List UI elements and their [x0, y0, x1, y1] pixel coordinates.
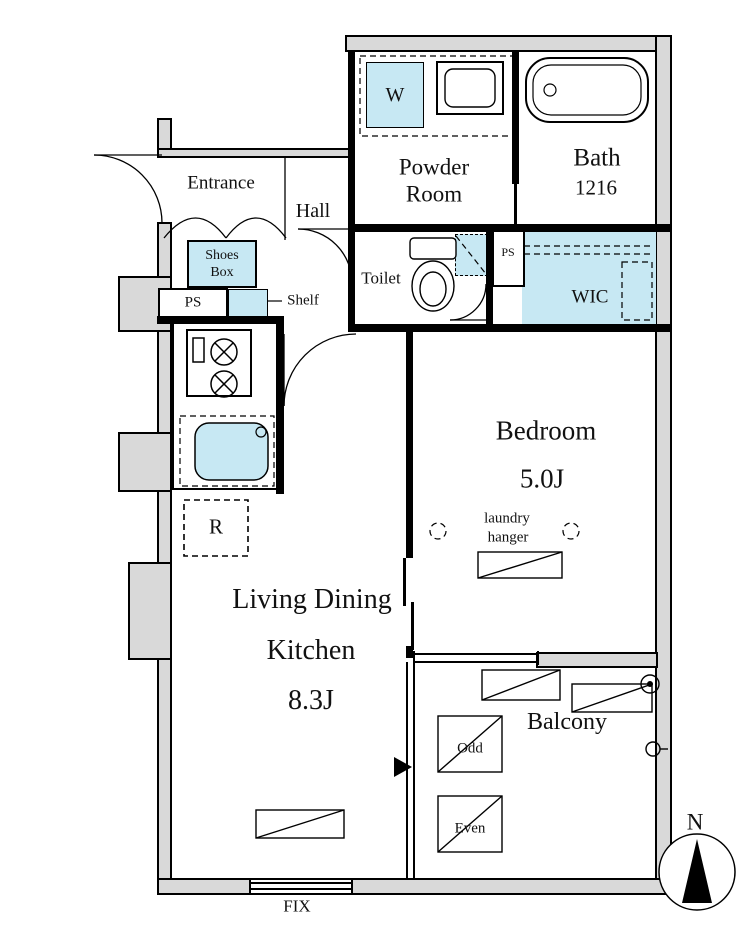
wic-label: WIC: [571, 286, 609, 308]
shoes-box: [187, 240, 257, 288]
ldk-label-2: Kitchen: [266, 635, 356, 666]
balcony-box-2: [571, 683, 653, 713]
shelf-box: [228, 289, 268, 317]
ldk-counter-box: [255, 809, 345, 839]
bedroom-label: Bedroom: [495, 415, 597, 446]
shoes-box-label-2: Box: [210, 265, 234, 280]
balcony-access-marker: [394, 757, 412, 777]
laundry-hanger-label-2: hanger: [487, 529, 529, 546]
shelf-label: Shelf: [287, 292, 319, 309]
shoes-box-label-1: Shoes: [205, 248, 239, 263]
sliding-door-bedroom: [403, 558, 414, 650]
windows: [406, 651, 539, 878]
stove-icon: [186, 329, 252, 398]
ps-left-box: [158, 288, 228, 318]
wic-floor: [522, 232, 656, 324]
interior-walls: [157, 52, 672, 658]
ldk-size-label: 8.3J: [288, 685, 334, 716]
dashed-symbols: [179, 55, 653, 558]
laundry-hook-right: [562, 522, 580, 540]
balcony-label: Balcony: [527, 709, 607, 735]
powder-room-label-1: Powder: [398, 154, 470, 180]
wall-left-bump-3: [128, 562, 172, 660]
hall-label: Hall: [295, 200, 331, 222]
toilet-icon: [409, 237, 457, 312]
balcony-box-1: [481, 669, 561, 701]
wall-left-4: [157, 658, 172, 880]
laundry-pipe-box: [477, 551, 563, 579]
hatch-even-label: Even: [454, 820, 486, 837]
washbasin-icon: [436, 61, 504, 115]
powder-room-label-2: Room: [405, 181, 463, 207]
laundry-hook-left: [429, 522, 447, 540]
ps-right-box: [492, 228, 525, 287]
faucet-icon: [645, 741, 661, 757]
bath-label: Bath: [573, 144, 621, 172]
bathtub-icon: [525, 57, 649, 123]
door-swings: [93, 154, 487, 407]
wall-left-bump-2: [118, 432, 172, 492]
hatch-odd-box: [437, 715, 503, 773]
fix-window: [249, 879, 353, 893]
refrigerator-box: [183, 499, 249, 557]
washer-pan: [366, 62, 424, 128]
ps-left-label: PS: [184, 294, 202, 311]
washer-label: W: [385, 84, 405, 106]
hatch-even-box: [437, 795, 503, 853]
entrance-label: Entrance: [187, 172, 255, 194]
laundry-hanger-label-1: laundry: [484, 510, 530, 527]
hatch-odd-label: Odd: [457, 740, 483, 757]
ldk-label-1: Living Dining: [232, 584, 392, 615]
balcony-fittings: [640, 674, 668, 757]
storage-diagonal-boxes: [255, 551, 653, 853]
kitchen-sink-icon: [194, 422, 269, 481]
fix-window-label: FIX: [283, 896, 311, 916]
north-label: N: [686, 809, 704, 835]
ps-right-label: PS: [501, 245, 515, 259]
bath-size-label: 1216: [575, 175, 617, 200]
drain-icon: [640, 674, 660, 694]
refrigerator-label: R: [208, 514, 224, 539]
north-arrow-icon: [658, 833, 736, 911]
toilet-label: Toilet: [361, 268, 401, 288]
bedroom-size-label: 5.0J: [519, 463, 565, 494]
